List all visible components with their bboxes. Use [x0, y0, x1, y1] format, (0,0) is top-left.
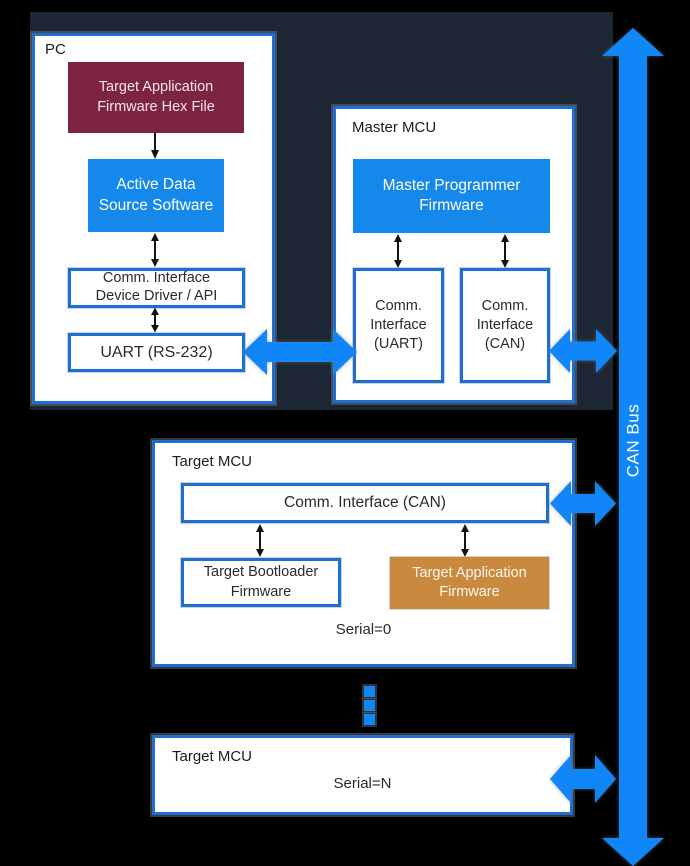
target-app-firmware-box: Target Application Firmware: [390, 557, 549, 609]
vertical-double-arrow-icon: [151, 233, 159, 267]
vertical-double-arrow-icon: [461, 524, 469, 557]
master-mcu-label: Master MCU: [352, 119, 437, 136]
target-mcu-panel: Target MCU Comm. Interface (CAN) Target …: [152, 440, 575, 667]
target-mcu-n-label: Target MCU: [172, 748, 253, 765]
target-mcu-n-panel: Target MCU Serial=N: [152, 735, 573, 815]
uart-master-link-arrow: [243, 329, 357, 375]
uart-box: UART (RS-232): [68, 333, 245, 372]
serial-0-label: Serial=0: [335, 621, 392, 638]
dot: [364, 714, 375, 725]
comm-interface-uart-box: Comm. Interface (UART): [353, 268, 444, 383]
comm-interface-can-box: Comm. Interface (CAN): [460, 268, 550, 383]
vertical-double-arrow-icon: [501, 234, 509, 268]
active-data-source-box: Active Data Source Software: [88, 159, 224, 232]
target-n-can-link-arrow: [550, 755, 616, 803]
serial-n-label: Serial=N: [333, 775, 392, 792]
vertical-double-arrow-icon: [256, 524, 264, 557]
vertical-double-arrow-icon: [151, 307, 159, 333]
ellipsis-dots-icon: [364, 686, 375, 725]
dot: [364, 700, 375, 711]
vertical-double-arrow-icon: [394, 234, 402, 268]
target-can-link-arrow: [550, 481, 616, 526]
master-mcu-panel: Master MCU Master Programmer Firmware Co…: [333, 106, 575, 403]
target-bootloader-box: Target Bootloader Firmware: [181, 558, 341, 607]
device-driver-box: Comm. Interface Device Driver / API: [68, 268, 245, 308]
down-arrow-icon: [151, 133, 159, 159]
pc-panel: PC Target Application Firmware Hex File …: [32, 33, 275, 404]
target-mcu-label: Target MCU: [172, 453, 253, 470]
can-bus-label: CAN Bus: [623, 403, 642, 478]
dot: [364, 686, 375, 697]
comm-interface-can-wide-box: Comm. Interface (CAN): [181, 483, 549, 523]
master-can-link-arrow: [549, 329, 617, 373]
hex-file-box: Target Application Firmware Hex File: [68, 62, 244, 133]
pc-label: PC: [45, 41, 66, 58]
master-programmer-firmware-box: Master Programmer Firmware: [353, 159, 550, 233]
can-bus-arrow: [602, 28, 664, 866]
